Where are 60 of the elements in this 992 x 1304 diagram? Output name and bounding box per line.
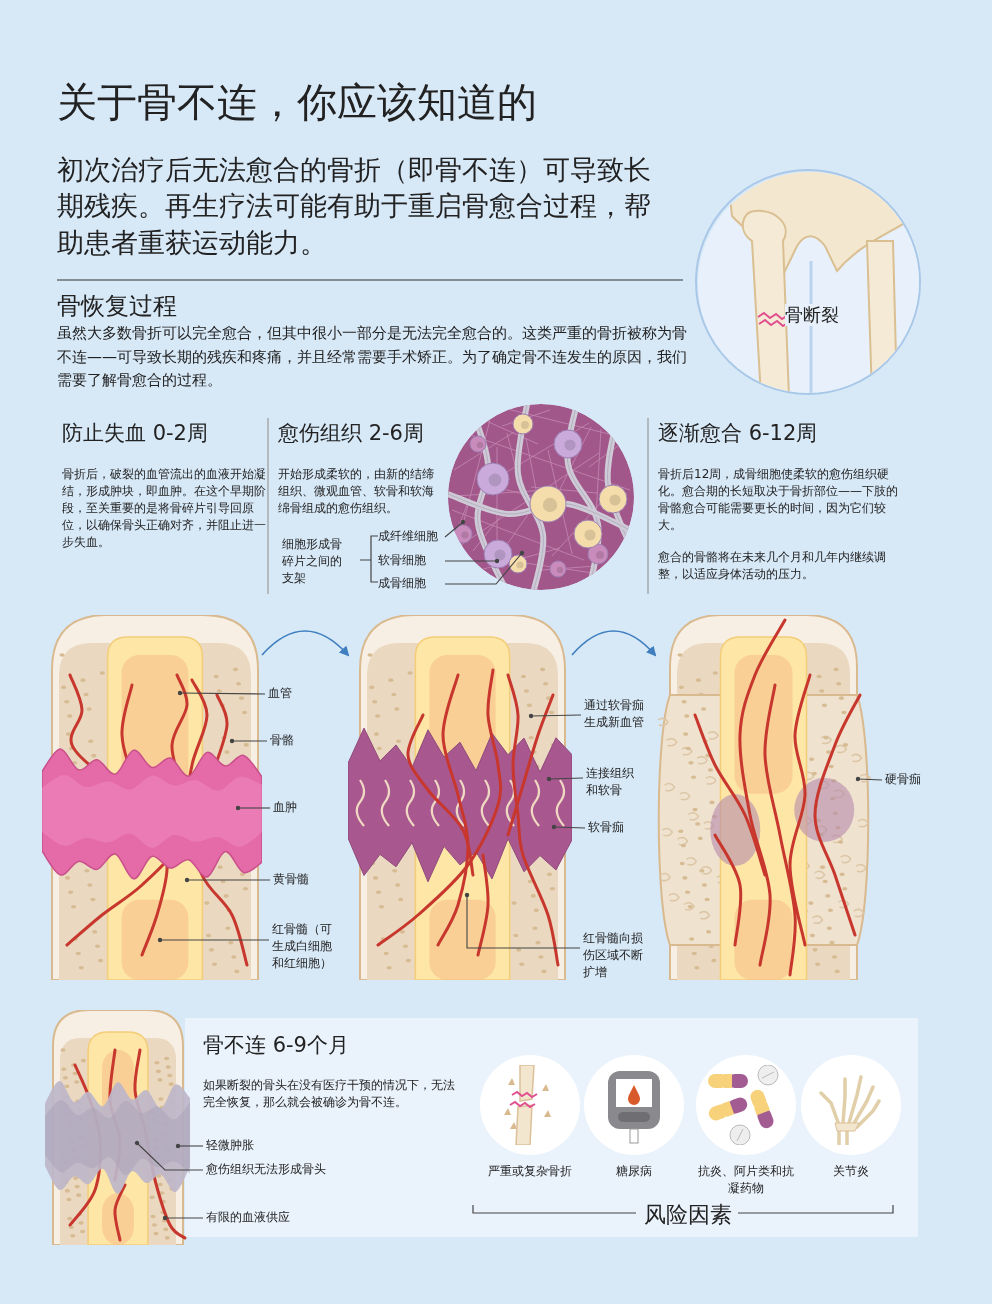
info-panel [185, 1018, 918, 1237]
bracket-label: 细胞形成骨碎片之间的支架 [282, 536, 343, 588]
risk-factor-label: 糖尿病 [615, 1163, 653, 1180]
body-text: 骨折后，破裂的血管流出的血液开始凝结，形成肿块，即血肿。在这个早期阶段，至关重要的是将骨碎片引导回原位，以确保骨头正确对齐，并阻止进一步失血。 [62, 466, 267, 552]
body-text: 骨折后12周，成骨细胞使柔软的愈伤组织硬化。愈合期的长短取决于骨折部位——下肢的骨骼愈合可能需要更长的时间，因为它们较大。 [658, 466, 899, 535]
callout-label: 血管 [268, 685, 308, 703]
callout-label: 愈伤组织无法形成骨头 [206, 1161, 356, 1179]
body-text: 虽然大多数骨折可以完全愈合，但其中很小一部分是无法完全愈合的。这类严重的骨折被称为骨不连——可导致长期的残疾和疼痛，并且经常需要手术矫正。为了确定骨不连发生的原因，我们需要了解骨愈合的过程。 [57, 323, 688, 392]
bracket-label: 风险因素 [643, 1201, 733, 1229]
body-text: 开始形成柔软的，由新的结缔组织、微观血管、软骨和软海绵骨组成的愈伤组织。 [278, 466, 435, 518]
body-text: 愈合的骨骼将在未来几个月和几年内继续调整，以适应身体活动的压力。 [658, 549, 887, 584]
stage-heading: 逐渐愈合 6-12周 [658, 420, 818, 447]
arrow [571, 630, 657, 657]
callout-label: 红骨髓向损伤区域不断扩增 [583, 930, 645, 982]
section-heading: 骨恢复过程 [57, 291, 177, 322]
callout-label: 红骨髓（可生成白细胞和红细胞） [272, 921, 334, 973]
callout-label: 成纤维细胞 [378, 528, 442, 546]
bone-healing-drawing [42, 615, 262, 980]
intro-text: 初次治疗后无法愈合的骨折（即骨不连）可导致长期残疾。再生疗法可能有助于重启骨愈合过程，帮助患者重获运动能力。 [57, 153, 652, 260]
leader-line [235, 805, 271, 811]
leader-line [157, 937, 270, 943]
leader-line [134, 1140, 204, 1171]
cell-micrograph-drawing [448, 404, 634, 590]
leader-line [444, 550, 525, 585]
callout-label: 通过软骨痂生成新血管 [584, 697, 646, 732]
callout-label: 软骨细胞 [378, 552, 442, 570]
risk-factor-label: 关节炎 [832, 1163, 870, 1180]
callout-label: 轻微肿胀 [206, 1137, 286, 1155]
leader-line [528, 713, 582, 719]
callout-label: 骨断裂 [785, 304, 839, 326]
callout-label: 成骨细胞 [378, 575, 442, 593]
callout-label: 黄骨髓 [273, 871, 323, 889]
leader-line [177, 690, 266, 696]
leader-line [175, 1143, 204, 1149]
leader-line [464, 892, 581, 949]
leader-line [229, 738, 268, 744]
callout-label: 血肿 [273, 799, 313, 817]
callout-label: 软骨痂 [588, 819, 638, 837]
body-text: 如果断裂的骨头在没有医疗干预的情况下，无法完全恢复，那么就会被确诊为骨不连。 [203, 1077, 456, 1112]
callout-label: 骨骼 [270, 732, 310, 750]
page-title: 关于骨不连，你应该知道的 [57, 78, 537, 126]
leader-line [551, 824, 586, 830]
bone-healing-drawing [655, 615, 872, 980]
leader-line [444, 558, 500, 564]
arrow [261, 630, 350, 657]
risk-factor-label: 抗炎、阿片类和抗凝药物 [697, 1163, 795, 1198]
leader-line [162, 1215, 204, 1221]
bone-healing-drawing [348, 615, 572, 980]
risk-factor-label: 严重或复杂骨折 [487, 1163, 573, 1180]
leader-line [546, 776, 584, 782]
leader-line [444, 519, 466, 538]
bone-healing-drawing [45, 1010, 190, 1245]
stage-heading: 愈伤组织 2-6周 [278, 420, 424, 447]
callout-label: 连接组织和软骨 [586, 765, 636, 800]
callout-label: 有限的血液供应 [206, 1209, 316, 1227]
panel-heading: 骨不连 6-9个月 [203, 1032, 349, 1059]
leader-line [184, 877, 271, 883]
leader-line [855, 776, 883, 782]
callout-label: 硬骨痂 [885, 771, 930, 789]
stage-heading: 防止失血 0-2周 [62, 420, 208, 447]
